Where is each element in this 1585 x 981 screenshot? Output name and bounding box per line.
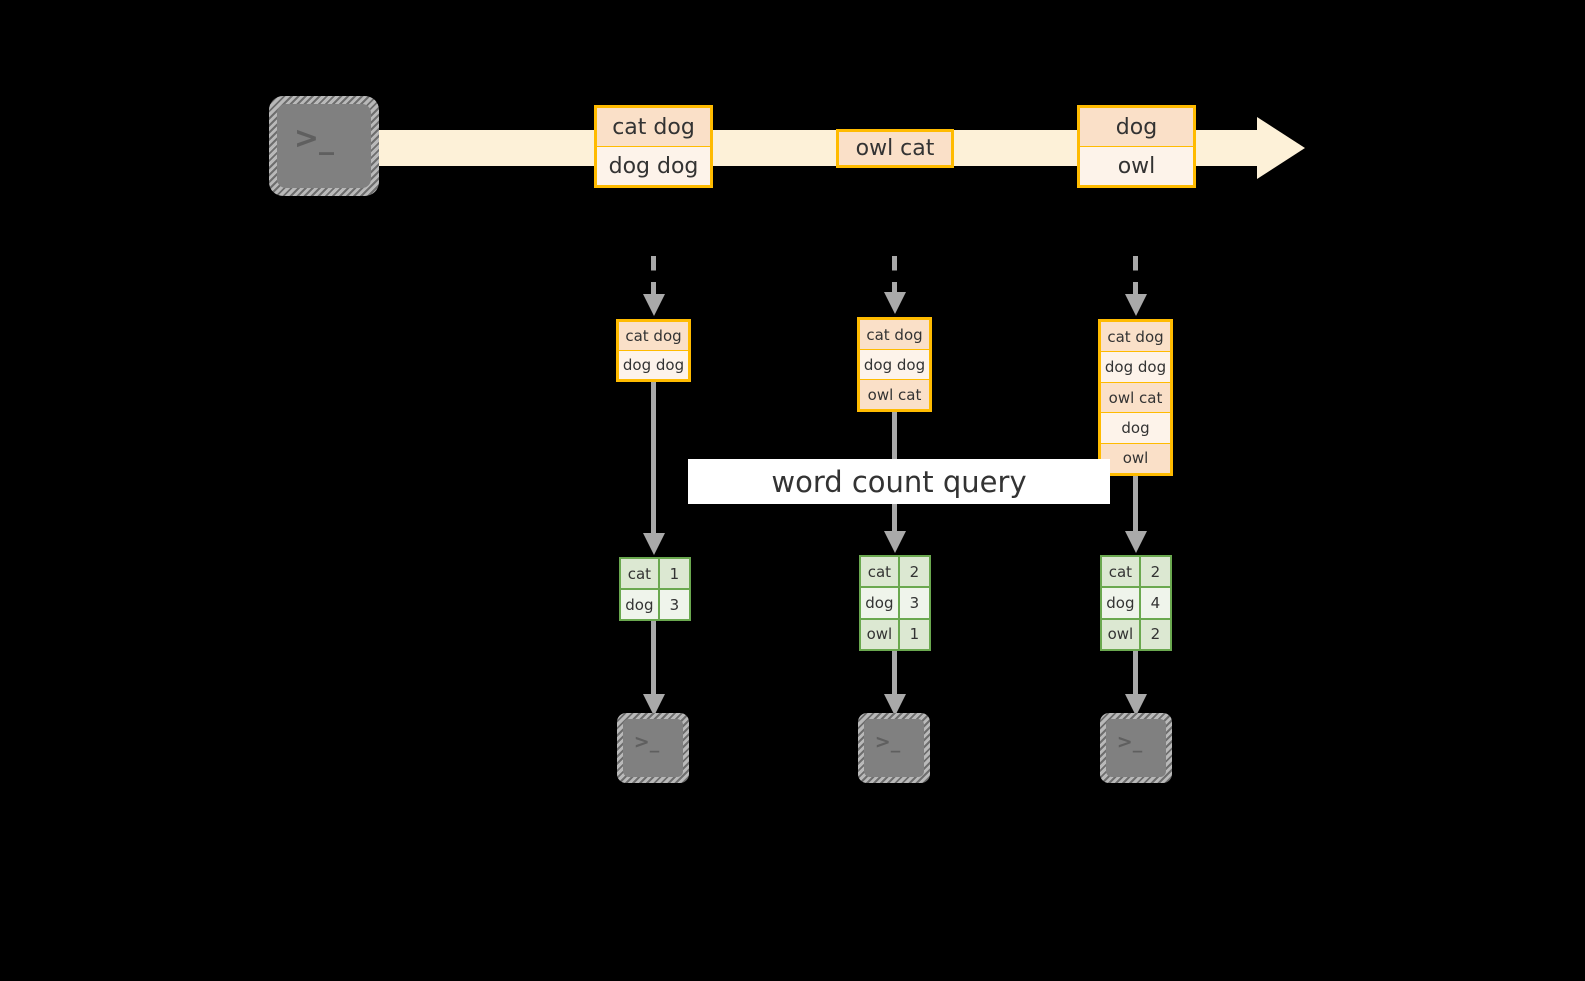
accumulated-line: owl [1101,443,1170,474]
result-word: dog [861,588,900,618]
stream-event-line: dog [1080,108,1193,147]
table-row: owl 2 [1102,619,1170,649]
producer-terminal-icon[interactable]: >_ [269,96,379,196]
accumulated-line: owl cat [860,380,929,409]
stream-event-2[interactable]: owl cat [836,129,954,168]
snapshot-2-accumulated-table[interactable]: cat dog dog dog owl cat [857,317,932,412]
terminal-screen: >_ [623,719,683,777]
snapshot-3-query-arrowhead [1125,531,1147,553]
stream-event-1[interactable]: cat dog dog dog [594,105,713,188]
table-row: cat 2 [1102,557,1170,589]
snapshot-2-output-arrowhead [884,694,906,716]
snapshot-3-result-table[interactable]: cat 2 dog 4 owl 2 [1100,555,1172,651]
table-row: dog 3 [621,590,689,619]
terminal-screen: >_ [1106,719,1166,777]
result-count: 4 [1140,588,1170,618]
result-count: 2 [1140,619,1170,649]
result-word: dog [621,590,660,619]
accumulated-line: owl cat [1101,382,1170,414]
result-word: dog [1102,588,1141,618]
result-count: 1 [899,619,929,649]
table-row: dog 3 [861,588,929,620]
result-count: 3 [659,590,689,619]
terminal-screen: >_ [277,104,371,188]
snapshot-2-consumer-terminal-icon[interactable]: >_ [858,713,930,783]
result-word: cat [621,559,660,588]
terminal-prompt-glyph: >_ [874,730,901,753]
table-row: cat 1 [621,559,689,590]
snapshot-1-result-table[interactable]: cat 1 dog 3 [619,557,691,621]
snapshot-3-output-arrowhead [1125,694,1147,716]
accumulated-line: dog [1101,413,1170,444]
snapshot-1-query-arrowhead [643,533,665,555]
snapshot-1-tap-line [651,256,656,296]
result-count: 3 [899,588,929,618]
stream-event-line: dog dog [597,147,710,185]
result-count: 1 [659,559,689,588]
snapshot-1-output-line [651,621,656,696]
word-count-query-label: word count query [688,459,1110,504]
snapshot-3-tap-line [1133,256,1138,296]
snapshot-2-output-line [892,651,897,696]
accumulated-line: cat dog [619,322,688,351]
snapshot-1-tap-arrowhead [643,294,665,316]
snapshot-3-accumulated-table[interactable]: cat dog dog dog owl cat dog owl [1098,319,1173,476]
result-count: 2 [899,557,929,587]
accumulated-line: dog dog [619,351,688,379]
accumulated-line: cat dog [1101,322,1170,353]
accumulated-line: cat dog [860,320,929,350]
snapshot-2-tap-arrowhead [884,292,906,314]
snapshot-1-accumulated-table[interactable]: cat dog dog dog [616,319,691,382]
result-word: owl [861,619,900,649]
snapshot-3-consumer-terminal-icon[interactable]: >_ [1100,713,1172,783]
snapshot-2-query-arrowhead [884,531,906,553]
terminal-screen: >_ [864,719,924,777]
terminal-prompt-glyph: >_ [633,730,660,753]
snapshot-2-tap-line [892,256,897,296]
terminal-prompt-glyph: >_ [1116,730,1143,753]
accumulated-line: dog dog [860,350,929,380]
terminal-prompt-glyph: >_ [293,121,335,157]
snapshot-3-output-line [1133,651,1138,696]
stream-event-3[interactable]: dog owl [1077,105,1196,188]
accumulated-line: dog dog [1101,352,1170,383]
table-row: cat 2 [861,557,929,589]
snapshot-1-consumer-terminal-icon[interactable]: >_ [617,713,689,783]
snapshot-2-result-table[interactable]: cat 2 dog 3 owl 1 [859,555,931,651]
stream-event-line: owl cat [839,132,951,165]
result-count: 2 [1140,557,1170,587]
result-word: owl [1102,619,1141,649]
snapshot-3-query-line [1133,476,1138,536]
result-word: cat [861,557,900,587]
snapshot-1-query-line [651,382,656,535]
result-word: cat [1102,557,1141,587]
snapshot-3-tap-arrowhead [1125,294,1147,316]
query-label-text: word count query [771,464,1027,499]
snapshot-1-output-arrowhead [643,694,665,716]
table-row: owl 1 [861,619,929,649]
event-stream-arrowhead [1257,117,1305,179]
stream-event-line: owl [1080,147,1193,185]
stream-event-line: cat dog [597,108,710,147]
table-row: dog 4 [1102,588,1170,620]
